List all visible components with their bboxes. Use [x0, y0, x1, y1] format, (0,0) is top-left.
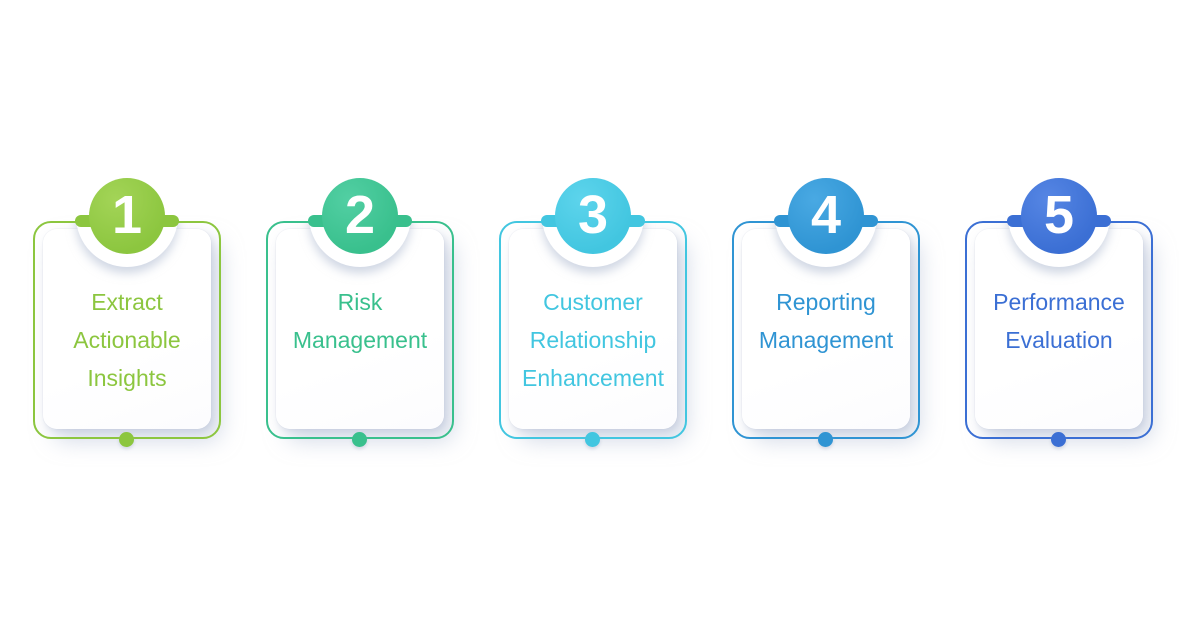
step-label: Reporting Management	[758, 289, 894, 353]
step-label: Extract Actionable Insights	[73, 289, 181, 391]
step-number-badge: 1	[89, 178, 165, 254]
step-number: 2	[344, 185, 376, 245]
step-label: Performance Evaluation	[993, 289, 1125, 353]
step-card-1: 1 Extract Actionable Insights	[33, 178, 221, 478]
step-number-badge: 5	[1021, 178, 1097, 254]
step-card-5: 5 Performance Evaluation	[965, 178, 1153, 478]
step-number: 5	[1043, 185, 1075, 245]
bottom-dot	[1051, 432, 1066, 447]
step-number-badge: 3	[555, 178, 631, 254]
step-number: 4	[810, 185, 842, 245]
step-label: Customer Relationship Enhancement	[522, 289, 664, 391]
bottom-dot	[818, 432, 833, 447]
step-card-2: 2 Risk Management	[266, 178, 454, 478]
step-number-badge: 2	[322, 178, 398, 254]
step-card-4: 4 Reporting Management	[732, 178, 920, 478]
step-card-3: 3 Customer Relationship Enhancement	[499, 178, 687, 478]
bottom-dot	[585, 432, 600, 447]
bottom-dot	[119, 432, 134, 447]
step-label: Risk Management	[292, 289, 428, 353]
step-number: 1	[111, 185, 143, 245]
bottom-dot	[352, 432, 367, 447]
step-number: 3	[577, 185, 609, 245]
step-number-badge: 4	[788, 178, 864, 254]
